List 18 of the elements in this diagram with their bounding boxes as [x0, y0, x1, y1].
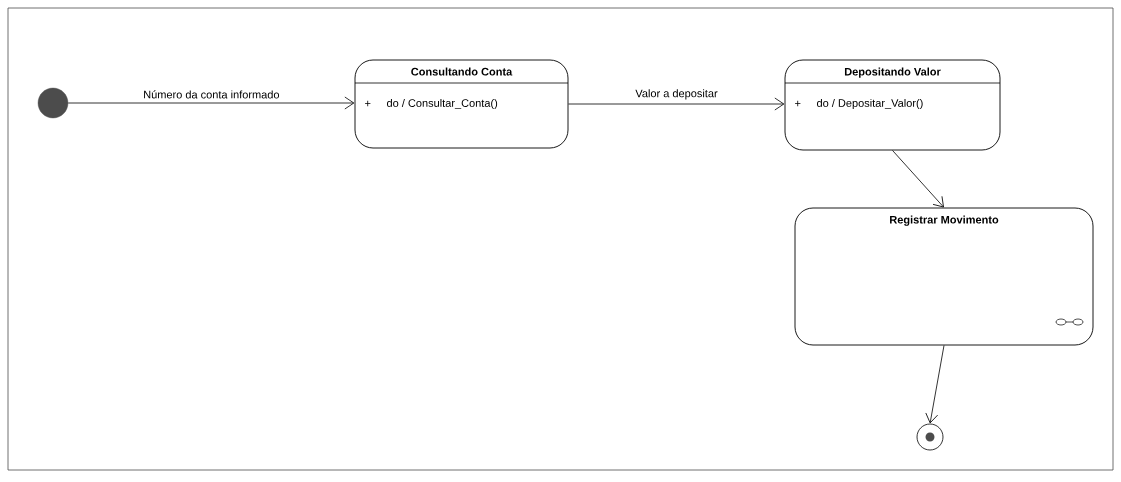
activity-text: do / Depositar_Valor() — [817, 98, 923, 110]
state-name: Depositando Valor — [844, 67, 941, 78]
final-state — [916, 423, 944, 451]
edge-label: Valor a depositar — [635, 89, 718, 100]
edge-label: Número da conta informado — [144, 90, 280, 99]
transition-arrow — [892, 150, 944, 208]
state-box — [784, 59, 1001, 151]
transition-arrow — [568, 97, 785, 111]
visibility-mark: + — [365, 100, 371, 107]
visibility-mark: + — [795, 100, 801, 107]
state-name: Registrar Movimento — [890, 215, 999, 226]
initial-state — [37, 87, 69, 119]
activity-text: do / Consultar_Conta() — [387, 98, 498, 110]
transition-arrow — [925, 345, 945, 424]
state-box — [354, 59, 569, 149]
transition-arrow — [67, 96, 355, 110]
state-box — [794, 207, 1094, 346]
state-name: Consultando Conta — [411, 67, 513, 76]
